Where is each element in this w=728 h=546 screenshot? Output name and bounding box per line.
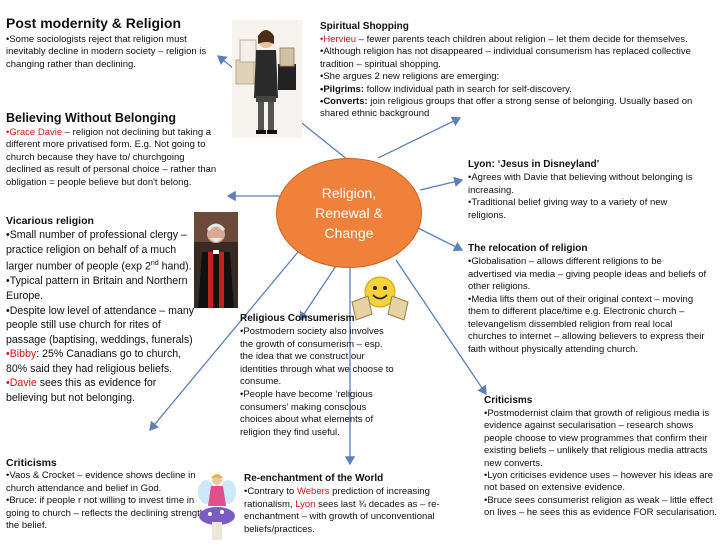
- criticisms-right-bullet-2: •Lyon criticises evidence uses – however…: [484, 470, 713, 494]
- relocation-title: The relocation of religion: [468, 243, 588, 254]
- central-topic-line-1: Religion,: [321, 185, 377, 201]
- criticisms-right-title: Criticisms: [484, 395, 533, 406]
- believing-body: – religion not declining but taking a di…: [6, 127, 217, 188]
- spiritual-bullet-5: •Converts: join religious groups that of…: [320, 96, 693, 120]
- lyon-title: Lyon: ‘Jesus in Disneyland’: [468, 159, 600, 170]
- vicarious-title: Vicarious religion: [6, 215, 94, 227]
- spiritual-shopping-title: Spiritual Shopping: [320, 21, 409, 32]
- reenchantment-title: Re-enchantment of the World: [244, 473, 384, 484]
- criticisms-left-title: Criticisms: [6, 457, 57, 469]
- lyon-section: Lyon: ‘Jesus in Disneyland’ •Agrees with…: [468, 158, 708, 222]
- criticisms-left-section: Criticisms •Vaos & Crocket – evidence sh…: [6, 456, 216, 533]
- criticisms-left-bullet-1: •Vaos & Crocket – evidence shows decline…: [6, 470, 196, 494]
- lyon-bullet-1: •Agrees with Davie that believing withou…: [468, 172, 693, 196]
- criticisms-right-section: Criticisms •Postmodernist claim that gro…: [484, 394, 722, 520]
- relocation-section: The relocation of religion •Globalisatio…: [468, 242, 708, 356]
- consumerism-section: Religious Consumerism •Postmodern societ…: [240, 312, 398, 439]
- vicarious-bullet-2: •Typical pattern in Britain and Northern…: [6, 275, 188, 302]
- criticisms-right-bullet-1: •Postmodernist claim that growth of reli…: [484, 408, 710, 469]
- hervieu-name: •Hervieu: [320, 34, 357, 45]
- criticisms-left-bullet-2: •Bruce: if people r not willing to inves…: [6, 495, 216, 532]
- reenchantment-bullet-1: •Contrary to Webers prediction of increa…: [244, 486, 440, 535]
- relocation-bullet-1: •Globalisation – allows different religi…: [468, 256, 707, 292]
- central-topic-line-3: Change: [324, 225, 374, 241]
- postmodernity-title: Post modernity & Religion: [6, 15, 182, 31]
- spiritual-bullet-1: •Hervieu – fewer parents teach children …: [320, 34, 688, 45]
- fairy-mushroom-image: [198, 474, 236, 540]
- consumerism-bullet-2: •People have become ‘religious consumers…: [240, 388, 374, 438]
- vicarious-bullet-5: •Davie sees this as evidence for believi…: [6, 377, 157, 405]
- bibby-name: •Bibby: [6, 348, 37, 361]
- spiritual-bullet-2: •Although religion has not disappeared –…: [320, 46, 691, 70]
- postmodernity-section: Post modernity & Religion •Some sociolog…: [6, 14, 218, 71]
- vicarious-bullet-4: •Bibby: 25% Canadians go to church, 80% …: [6, 348, 182, 375]
- central-topic-ellipse: Religion, Renewal & Change: [276, 158, 422, 268]
- vicarious-bullet-3: •Despite low level of attendance – many …: [6, 304, 195, 346]
- vicarious-section: Vicarious religion •Small number of prof…: [6, 214, 196, 406]
- grace-davie-name: •Grace Davie: [6, 127, 63, 138]
- spiritual-bullet-3: •She argues 2 new religions are emerging…: [320, 71, 500, 83]
- spiritual-shopping-section: Spiritual Shopping •Hervieu – fewer pare…: [320, 20, 720, 121]
- smiley-reading-icon: [351, 276, 409, 321]
- central-topic-line-2: Renewal &: [315, 205, 383, 221]
- consumerism-title: Religious Consumerism: [240, 313, 355, 324]
- lyon-bullet-2: •Traditional belief giving way to a vari…: [468, 197, 668, 221]
- relocation-bullet-2: •Media lifts them out of their original …: [468, 293, 705, 355]
- believing-section: Believing Without Belonging •Grace Davie…: [6, 110, 218, 189]
- webers-name: Webers: [296, 486, 330, 497]
- consumerism-bullet-1: •Postmodern society also involves the gr…: [240, 326, 394, 388]
- clergy-portrait-image: [194, 212, 238, 308]
- shopping-woman-image: [232, 20, 302, 138]
- believing-text: •Grace Davie – religion not declining bu…: [6, 127, 218, 189]
- vicarious-bullet-1: •Small number of professional clergy – p…: [6, 229, 192, 273]
- davie-name: •Davie: [6, 377, 37, 390]
- believing-title: Believing Without Belonging: [6, 111, 177, 125]
- criticisms-right-bullet-3: •Bruce sees consumerist religion as weak…: [484, 494, 717, 519]
- postmodernity-text: •Some sociologists reject that religion …: [6, 34, 207, 70]
- lyon-name: Lyon: [295, 498, 316, 510]
- reenchantment-section: Re-enchantment of the World •Contrary to…: [244, 472, 480, 536]
- spiritual-bullet-4: •Pilgrims: follow individual path in sea…: [320, 83, 572, 95]
